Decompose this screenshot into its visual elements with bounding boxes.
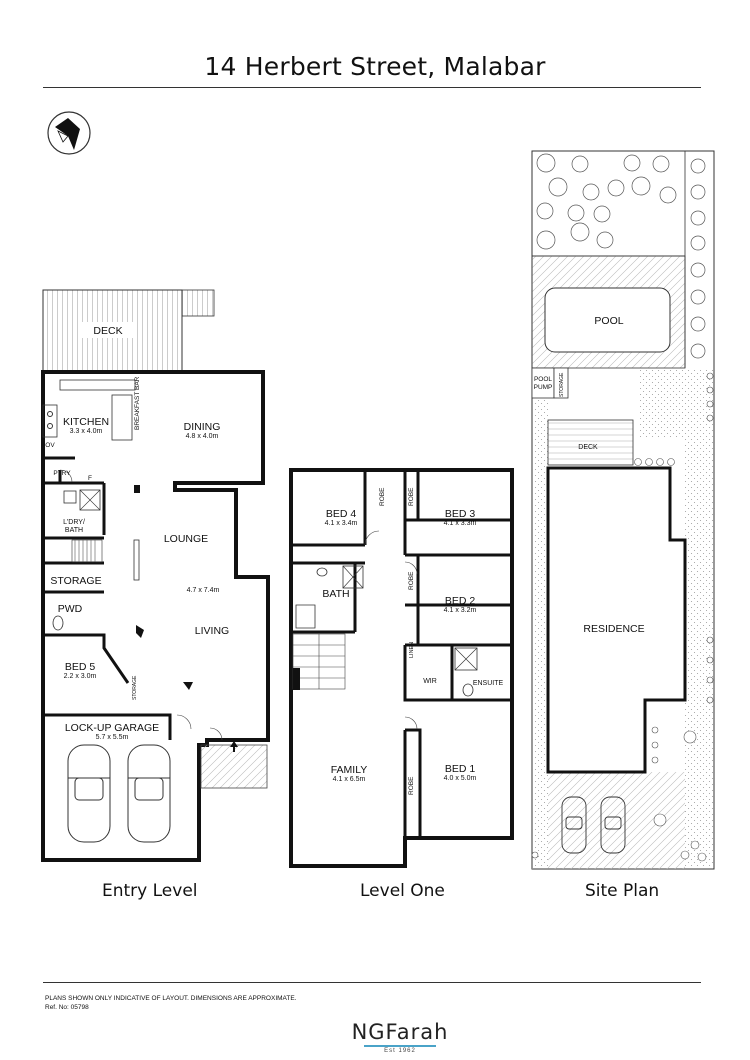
room-label-level-one-rooms-robe3: ROBE (408, 571, 415, 590)
room-label-entry-rooms-storage-small: STORAGE (132, 675, 138, 700)
pool (544, 287, 671, 353)
car-icon (67, 744, 171, 843)
room-label-level-one-rooms-robe2: ROBE (408, 487, 415, 506)
entry-deck-label: DECK (93, 325, 122, 337)
room-label-entry-rooms-kitchen-size: 3.3 x 4.0m (70, 428, 103, 435)
agency-logo: NGFarah Est 1962 (340, 1020, 460, 1054)
room-label-entry-rooms-bed5-size: 2.2 x 3.0m (64, 673, 97, 680)
room-label-level-one-rooms-bed4-name: BED 4 (326, 508, 357, 520)
site-plan-label: Site Plan (585, 881, 660, 901)
room-label-level-one-rooms-family-name: FAMILY (331, 764, 368, 776)
entry-level-plan (41, 289, 270, 862)
logo-est: Est 1962 (384, 1048, 416, 1054)
reference-number: Ref. No: 05798 (45, 1004, 89, 1011)
room-label-entry-rooms-laundry: L'DRY/ (63, 519, 85, 526)
room-label-entry-rooms-lounge: LOUNGE (164, 533, 208, 545)
room-label-level-one-rooms-bed4-size: 4.1 x 3.4m (325, 520, 358, 527)
room-label-level-one-rooms-bed3-size: 4.1 x 3.3m (444, 520, 477, 527)
room-label-level-one-rooms-robe4: ROBE (408, 776, 415, 795)
floorplan-drawing: DECK KITCHEN 3.3 x 4.0m BREAKFAST BAR DI… (41, 111, 715, 870)
room-label-level-one-rooms-bed3-name: BED 3 (445, 508, 476, 520)
logo-bar (364, 1045, 436, 1047)
page-title: 14 Herbert Street, Malabar (204, 52, 546, 81)
disclaimer-text: PLANS SHOWN ONLY INDICATIVE OF LAYOUT. D… (45, 995, 297, 1002)
room-label-level-one-rooms-linen: LINEN (409, 642, 415, 658)
room-label-site-rooms-deck: DECK (578, 444, 598, 451)
room-label-entry-rooms-laundry2: BATH (65, 527, 83, 534)
room-label-entry-rooms-storage: STORAGE (50, 575, 101, 587)
room-label-level-one-rooms-wir: WIR (423, 678, 437, 685)
room-label-entry-rooms-kitchen-name: KITCHEN (63, 416, 109, 428)
room-label-site-rooms-pool: POOL (594, 315, 623, 327)
room-label-entry-rooms-breakfast-bar: BREAKFAST BAR (134, 376, 141, 430)
disclaimer: PLANS SHOWN ONLY INDICATIVE OF LAYOUT. D… (45, 994, 297, 1012)
room-label-entry-rooms-dining-name: DINING (184, 421, 221, 433)
site-plan (531, 150, 715, 870)
car-icon (561, 796, 626, 854)
entry-level-label: Entry Level (102, 881, 198, 901)
room-label-entry-rooms-dining-size: 4.8 x 4.0m (186, 433, 219, 440)
room-label-site-rooms-pool-pump-2: PUMP (534, 384, 553, 391)
footer-rule (43, 982, 701, 983)
room-label-level-one-rooms-bed2-name: BED 2 (445, 595, 476, 607)
room-label-entry-rooms-living: LIVING (195, 625, 229, 637)
room-label-site-rooms-residence: RESIDENCE (583, 623, 644, 635)
room-label-level-one-rooms-robe1: ROBE (379, 487, 386, 506)
room-label-entry-rooms-garage-name: LOCK-UP GARAGE (65, 722, 159, 734)
room-label-level-one-rooms-bed1-size: 4.0 x 5.0m (444, 775, 477, 782)
room-label-entry-rooms-bed5-name: BED 5 (65, 661, 96, 673)
room-label-entry-rooms-f: F (88, 475, 92, 482)
room-label-level-one-rooms-bed2-size: 4.1 x 3.2m (444, 607, 477, 614)
level-one-plan (289, 468, 514, 868)
room-label-level-one-rooms-ensuite: ENSUITE (473, 680, 504, 687)
room-label-level-one-rooms-family-size: 4.1 x 6.5m (333, 776, 366, 783)
room-label-entry-rooms-garage-size: 5.7 x 5.5m (96, 734, 129, 741)
room-label-level-one-rooms-bath: BATH (322, 588, 349, 600)
logo-name: NGFarah (351, 1020, 449, 1044)
room-label-entry-rooms-pwd: PWD (58, 603, 83, 615)
north-arrow-icon (47, 111, 91, 155)
room-label-site-rooms-pool-pump-1: POOL (534, 376, 552, 383)
room-label-entry-rooms-ptry: PTRY (53, 470, 71, 477)
room-label-site-rooms-storage: STORAGE (559, 372, 565, 397)
room-label-entry-rooms-living-size: 4.7 x 7.4m (187, 587, 220, 594)
level-one-label: Level One (360, 881, 445, 901)
room-label-entry-rooms-ov: OV (45, 442, 55, 449)
room-label-level-one-rooms-bed1-name: BED 1 (445, 763, 476, 775)
title-rule (43, 87, 701, 88)
